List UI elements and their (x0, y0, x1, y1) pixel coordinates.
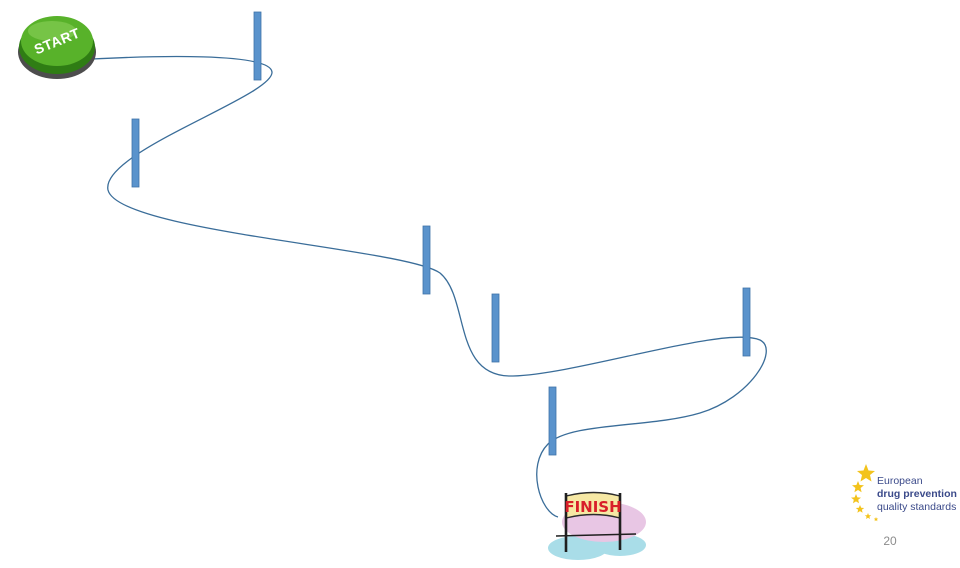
logo-line-2: drug prevention (877, 488, 957, 500)
finish-line-icon: FINISH (548, 491, 646, 560)
winding-path (91, 55, 767, 518)
post-2 (131, 118, 140, 188)
post-3 (422, 225, 431, 295)
stars-logo-icon (851, 464, 879, 522)
logo-line-1: European (877, 475, 923, 487)
post-4 (491, 293, 500, 363)
logo-text: European drug prevention quality standar… (877, 475, 957, 514)
edpqs-logo: European drug prevention quality standar… (850, 462, 960, 524)
post-1 (253, 11, 262, 81)
post-6 (548, 386, 557, 456)
post-5 (742, 287, 751, 357)
finish-label: FINISH (564, 498, 621, 516)
page-number: 20 (883, 534, 897, 548)
logo-line-3: quality standards (877, 501, 957, 513)
start-button-icon: START (18, 16, 96, 79)
